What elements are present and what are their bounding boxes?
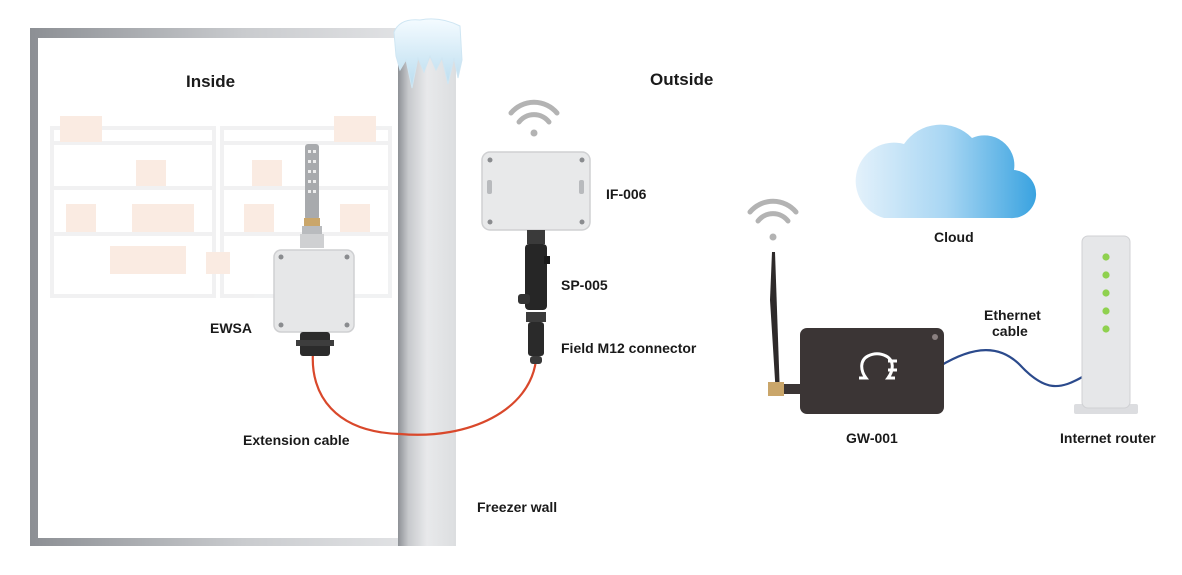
sp005-probe [518, 230, 550, 310]
omega-logo-icon [859, 352, 897, 380]
sp005-label: SP-005 [561, 277, 608, 293]
wifi-signal-icon [508, 99, 560, 137]
field-m12-label: Field M12 connector [561, 340, 697, 356]
ethernet-label-line1: Ethernet [984, 307, 1041, 323]
freezer-interior [30, 28, 456, 546]
internet-router-label: Internet router [1060, 430, 1156, 446]
freezer-wall [393, 18, 463, 546]
ethernet-cable [939, 349, 1085, 388]
ethernet-label-line2: cable [992, 323, 1028, 339]
extension-cable-label: Extension cable [243, 432, 350, 448]
inside-label: Inside [186, 72, 235, 91]
outside-label: Outside [650, 70, 713, 89]
ewsa-sensor [273, 144, 355, 356]
m12-connector [526, 312, 546, 364]
wifi-signal-icon [747, 198, 799, 241]
cloud-label: Cloud [934, 229, 974, 245]
internet-router [1074, 235, 1138, 414]
ewsa-label: EWSA [210, 320, 252, 336]
gw001-gateway [768, 252, 944, 414]
freezer-wall-label: Freezer wall [477, 499, 557, 515]
gw001-label: GW-001 [846, 430, 898, 446]
extension-cable [311, 351, 538, 436]
ice-icicles [393, 18, 463, 89]
if006-interface [481, 151, 591, 231]
if006-label: IF-006 [606, 186, 647, 202]
cloud-icon [855, 124, 1037, 219]
storage-shelves [50, 116, 392, 298]
